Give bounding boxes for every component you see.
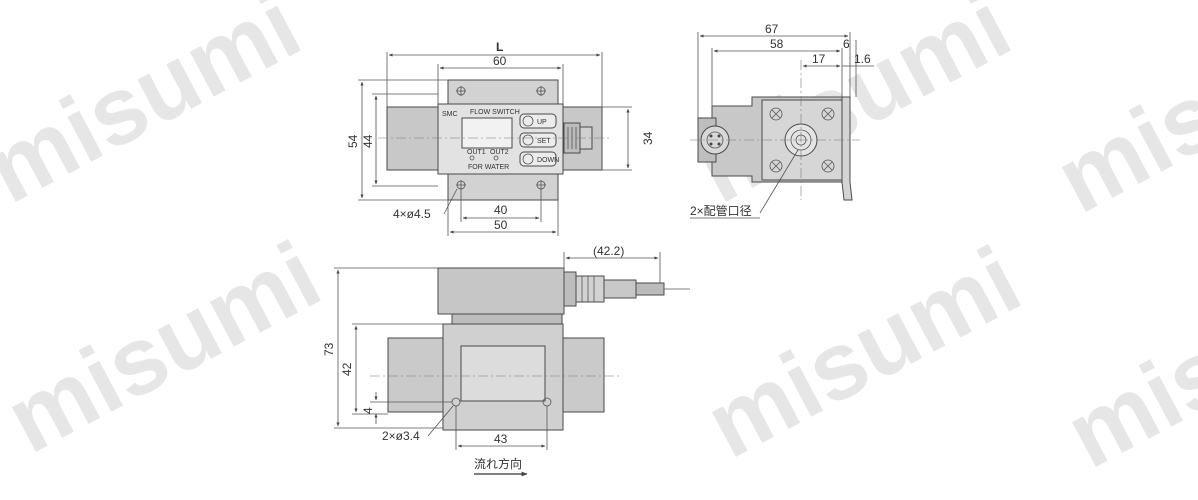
set-icon xyxy=(522,134,534,146)
dim-34-label: 34 xyxy=(641,131,655,145)
dim-1-6-label: 1.6 xyxy=(854,52,871,66)
down-button xyxy=(519,151,557,167)
side-screws xyxy=(769,107,835,173)
up-label: UP xyxy=(537,119,547,126)
hole-leader xyxy=(443,188,458,215)
dim-67-label: 67 xyxy=(765,22,779,36)
up-button xyxy=(519,113,557,129)
elevation-hole-leader xyxy=(427,405,454,437)
side-view: 67 58 6 17 1.6 2×配管口径 xyxy=(690,22,874,219)
elevation-neck xyxy=(451,313,563,325)
dim-17-label: 17 xyxy=(812,52,826,66)
down-label: DOWN xyxy=(537,157,559,164)
flow-direction-label: 流れ方向 xyxy=(474,456,522,471)
dim-40-label: 40 xyxy=(494,203,508,217)
panel-out2: OUT2 xyxy=(490,149,509,156)
dim-42-2-label: (42.2) xyxy=(593,244,624,258)
dim-4-label: 4 xyxy=(361,407,375,414)
elevation-window xyxy=(460,345,546,402)
led-out2-icon xyxy=(493,155,499,161)
dim-43-label: 43 xyxy=(494,432,508,446)
hole-note-elevation: 2×ø3.4 xyxy=(382,429,420,443)
dim-42-label: 42 xyxy=(340,362,354,376)
panel-out1: OUT1 xyxy=(467,149,486,156)
elevation-connector xyxy=(563,271,577,307)
panel-media: FOR WATER xyxy=(468,164,509,171)
up-arrow-icon xyxy=(522,115,534,127)
watermark-text: misumi xyxy=(1050,236,1198,488)
port-leader xyxy=(759,149,799,214)
side-bracket xyxy=(841,96,853,201)
watermark-text: misumi xyxy=(0,0,317,224)
dim-L-label: L xyxy=(496,40,503,54)
display-window xyxy=(461,117,513,149)
panel-brand: SMC xyxy=(442,111,458,118)
down-arrow-icon xyxy=(522,153,534,165)
elevation-connector-nut xyxy=(575,275,605,303)
dim-60-label: 60 xyxy=(493,54,507,68)
watermark-text: misumi xyxy=(690,226,1037,478)
dim-6-label: 6 xyxy=(843,37,850,51)
dim-58-label: 58 xyxy=(770,37,784,51)
set-button xyxy=(519,132,557,148)
dim-50-label: 50 xyxy=(494,218,508,232)
elevation-housing xyxy=(437,267,565,315)
elevation-plug xyxy=(603,279,637,299)
set-label: SET xyxy=(537,138,551,145)
panel-title: FLOW SWITCH xyxy=(470,109,520,116)
watermark-text: misumi xyxy=(1040,0,1198,234)
front-view: SMC FLOW SWITCH OUT1 OUT2 FOR WATER UP S… xyxy=(346,40,655,236)
led-out1-icon xyxy=(469,155,475,161)
dim-73-label: 73 xyxy=(322,342,336,356)
watermark-text: misumi xyxy=(0,221,337,473)
elevation-view: (42.2) 73 42 4 2×ø3.4 43 流れ方向 xyxy=(322,244,690,477)
mount-holes xyxy=(456,86,546,190)
dim-44-label: 44 xyxy=(361,134,375,148)
dim-54-label: 54 xyxy=(346,134,360,148)
port-note: 2×配管口径 xyxy=(690,203,752,218)
elevation-cable-sleeve xyxy=(635,282,665,296)
hole-note-front: 4×ø4.5 xyxy=(393,207,431,221)
